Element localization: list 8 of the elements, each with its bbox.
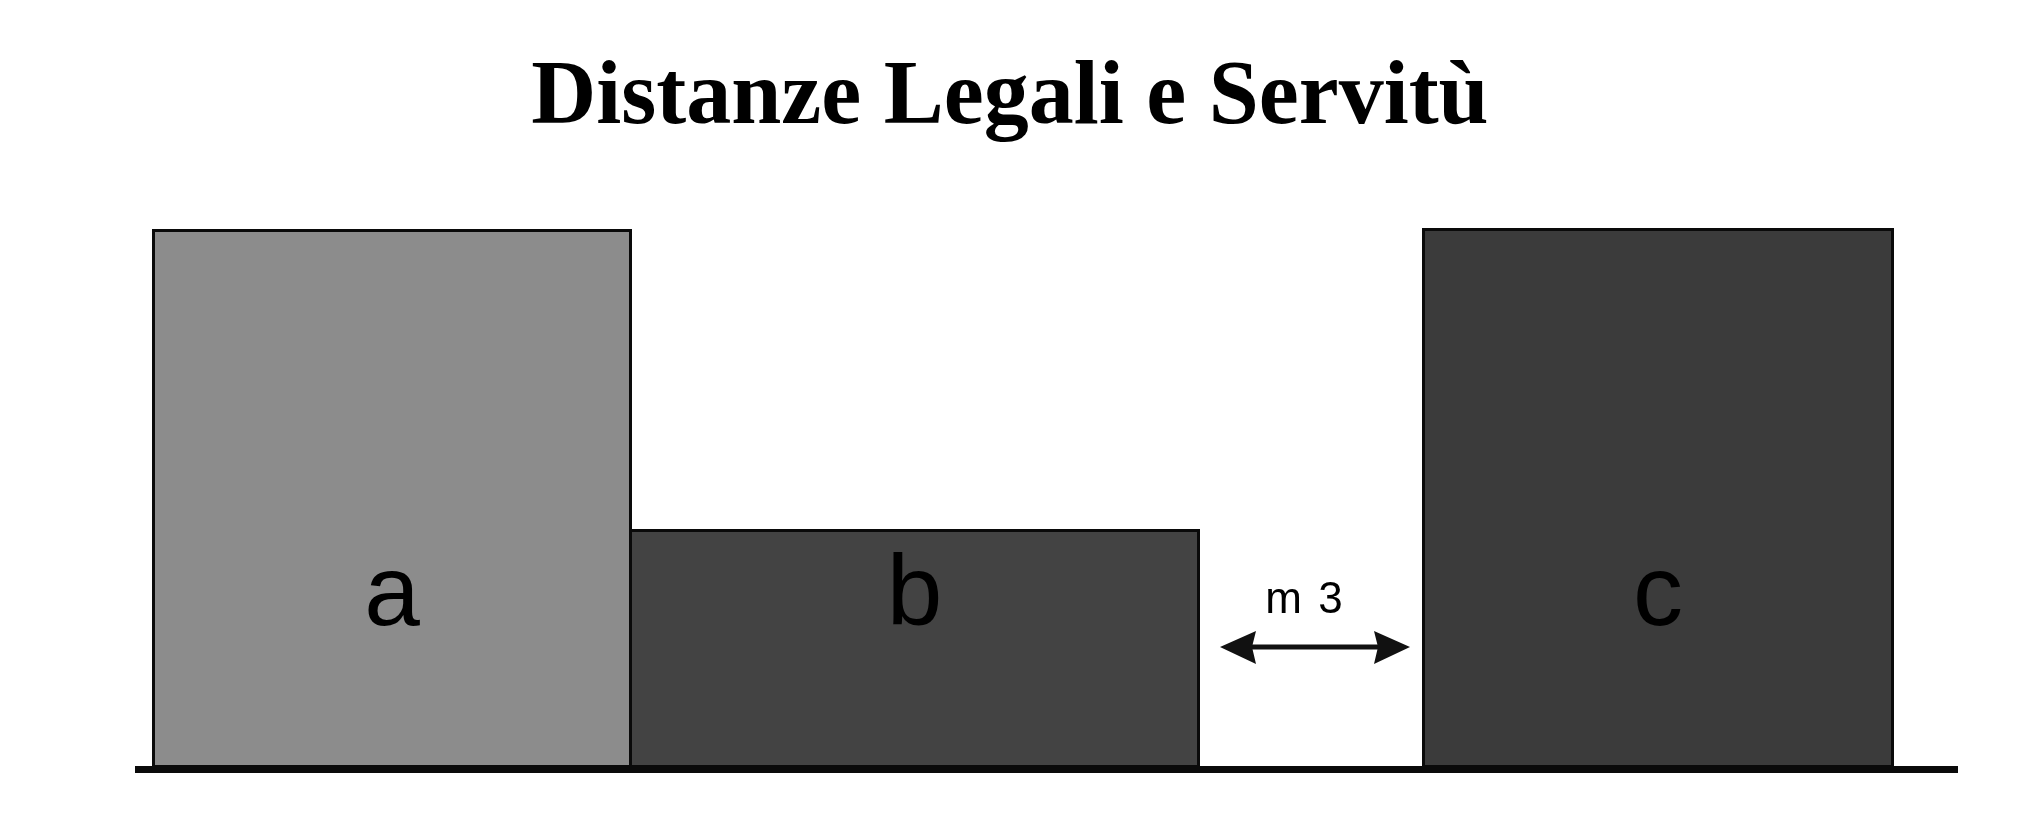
building-label: a (364, 540, 420, 640)
dimension-label: m 3 (1265, 574, 1345, 622)
building-label: b (886, 540, 943, 640)
building-block (1422, 228, 1894, 768)
building-block (629, 529, 1200, 768)
building-block (152, 229, 632, 768)
title: Distanze Legali e Servitù (531, 42, 1489, 144)
building-label: c (1633, 540, 1683, 640)
